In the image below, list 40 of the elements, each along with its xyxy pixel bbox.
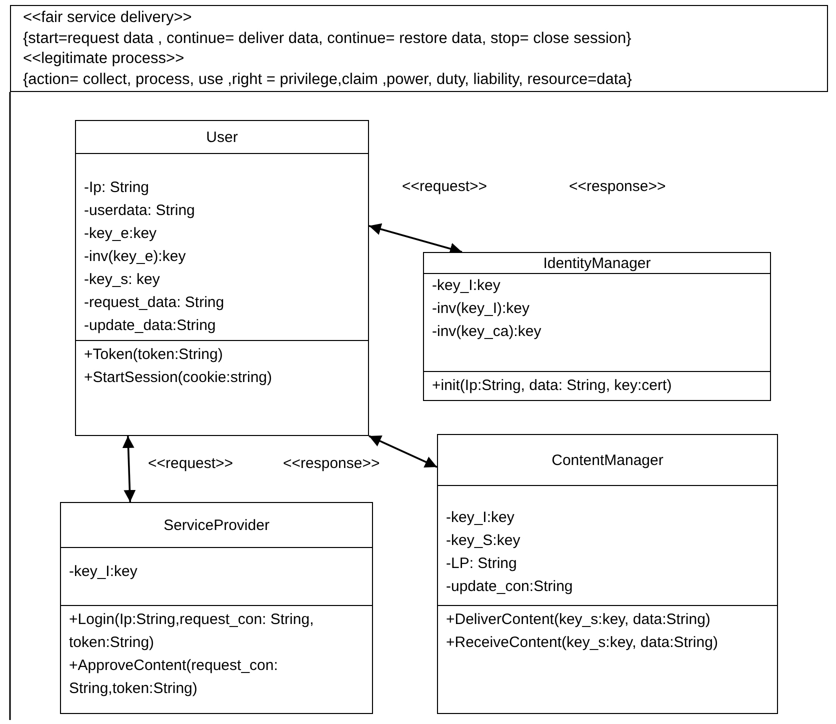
stereotype-label: <<request>> bbox=[401, 178, 488, 196]
attribute-text: -key_I:key bbox=[69, 562, 138, 582]
class-name: ServiceProvider bbox=[164, 516, 270, 536]
attribute-text: -update_con:String bbox=[446, 577, 574, 597]
attribute-text: -LP: String bbox=[446, 554, 518, 574]
class-name: IdentityManager bbox=[543, 254, 651, 274]
attribute-text: -Ip: String bbox=[84, 178, 150, 198]
method-text: +ReceiveContent(key_s:key, data:String) bbox=[446, 633, 719, 653]
constraint-text: {start=request data , continue= deliver data, continue= restore data, stop= close session} bbox=[23, 28, 632, 48]
class-box bbox=[60, 502, 373, 714]
attribute-text: -key_s: key bbox=[84, 270, 161, 290]
method-text: +init(Ip:String, data: String, key:cert) bbox=[432, 376, 673, 396]
class-name: User bbox=[206, 128, 238, 148]
attribute-text: -userdata: String bbox=[84, 201, 196, 221]
stereotype-label: <<fair service delivery>> bbox=[23, 8, 193, 28]
edge-label: <<request>> bbox=[147, 455, 234, 473]
association-arrow bbox=[368, 223, 462, 255]
attribute-text: -key_S:key bbox=[446, 531, 522, 551]
attribute-text: -key_I:key bbox=[432, 276, 502, 296]
class-box bbox=[423, 252, 771, 401]
class-box bbox=[437, 434, 778, 714]
method-text: +Login(Ip:String,request_con: String, token:String) bbox=[69, 610, 315, 653]
association-arrow bbox=[368, 435, 438, 468]
class-name: ContentManager bbox=[552, 450, 664, 470]
attribute-text: -inv(key_ca):key bbox=[432, 322, 542, 342]
method-text: +ApproveContent(request_con: String,token:String) bbox=[69, 656, 279, 699]
stereotype-label: <<legitimate process>> bbox=[23, 49, 186, 69]
method-text: +Token(token:String) bbox=[84, 345, 224, 365]
attribute-text: -key_I:key bbox=[446, 508, 516, 528]
attribute-text: -update_data:String bbox=[84, 316, 217, 336]
attribute-text: -key_e:key bbox=[84, 224, 158, 244]
attribute-text: -inv(key_I):key bbox=[432, 299, 531, 319]
attribute-text: -inv(key_e):key bbox=[84, 247, 187, 267]
constraint-note bbox=[10, 5, 828, 92]
constraint-text: {action= collect, process, use ,right = privilege,claim ,power, duty, liability, resource=data} bbox=[23, 70, 633, 90]
class-box bbox=[75, 120, 369, 436]
attribute-text: -request_data: String bbox=[84, 293, 226, 313]
method-text: +DeliverContent(key_s:key, data:String) bbox=[446, 610, 712, 630]
association-arrow bbox=[122, 436, 136, 502]
method-text: +StartSession(cookie:string) bbox=[84, 368, 273, 388]
